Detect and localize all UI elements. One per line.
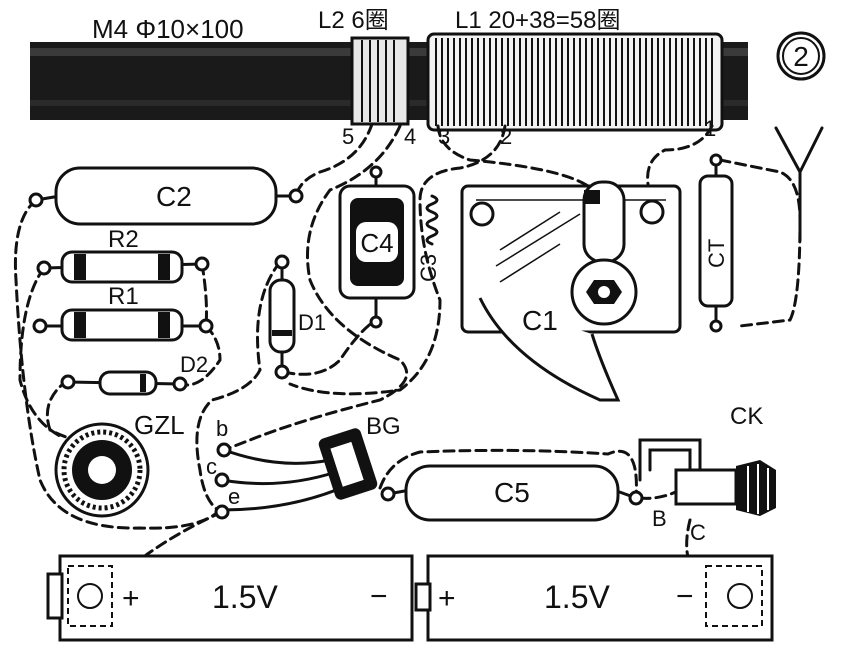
r2-label: R2 [108,226,139,253]
dashed-wiring [13,122,802,596]
tap-3: 3 [438,124,450,149]
coil-l1 [426,32,724,132]
resistor-r2: R2 [36,226,210,284]
ck-label: CK [730,403,763,430]
battery-1-plus: + [122,582,140,615]
r1-label: R1 [108,283,139,310]
c5-label: C5 [494,477,530,508]
ct-label: CT [704,239,729,268]
ck-pin-c-label: C [690,520,706,545]
capacitor-c2: C2 [28,166,304,226]
ferrite-rod-antenna: M4 Φ10×100 L2 6圈 L1 20+38=58圈 [30,7,748,132]
antenna-icon [774,126,824,242]
diode-d1: D1 [268,254,326,380]
variable-capacitor-c1: C1 [460,180,682,402]
figure-number-badge: 2 [776,31,826,81]
capacitor-c5: C5 [380,464,644,522]
figure-number: 2 [793,41,809,72]
battery-2: + 1.5V − [414,554,774,642]
battery-2-plus: + [438,582,456,615]
c2-label: C2 [156,181,192,212]
c1-label: C1 [522,305,558,336]
battery-1-minus: − [370,580,388,613]
pin-c-label: c [206,454,217,479]
tap-5: 5 [342,124,354,149]
battery-1: + 1.5V − [46,554,414,642]
core-spec-label: M4 Φ10×100 [92,14,244,44]
jack-ck: CK B C [638,403,776,545]
battery-2-minus: − [676,580,694,613]
earphone-gzl: GZL [54,410,185,518]
tap-4: 4 [404,124,416,149]
d1-label: D1 [298,310,326,335]
c4-label: C4 [360,228,393,258]
battery-2-voltage: 1.5V [544,579,610,615]
gzl-label: GZL [134,410,185,440]
l1-label: L1 20+38=58圈 [455,7,620,34]
pin-e-label: e [228,484,240,509]
capacitor-c4: C4 [338,165,416,329]
capacitor-c3: C3 [416,194,441,282]
resistor-r1: R1 [32,283,214,342]
transistor-bg: BG b c e [206,413,401,520]
d2-label: D2 [180,352,208,377]
transistor-label: BG [366,413,401,440]
diode-d2: D2 [60,352,208,396]
c3-label: C3 [416,254,441,282]
trimmer-capacitor-ct: CT [698,153,734,333]
battery-1-voltage: 1.5V [212,579,278,615]
l2-label: L2 6圈 [318,7,389,34]
pin-b-label: b [216,416,228,441]
ck-pin-b-label: B [652,506,667,531]
coil-l2 [350,36,410,126]
